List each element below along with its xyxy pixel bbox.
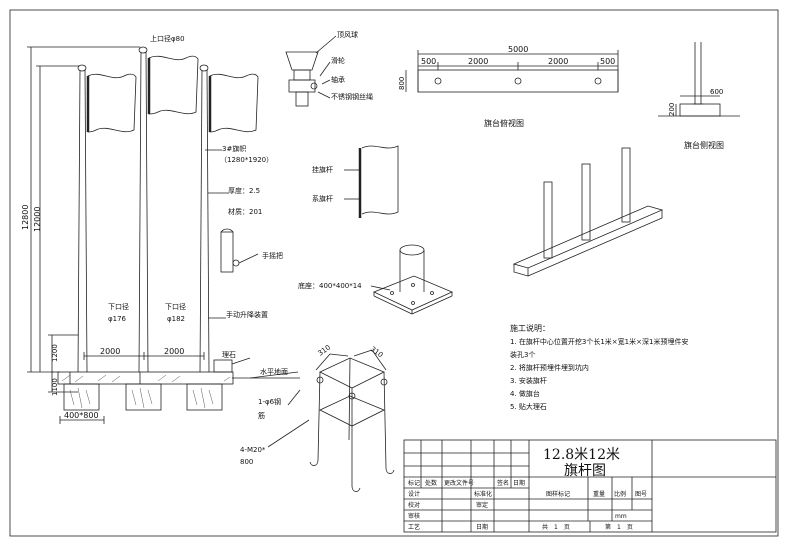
anchor-cage-detail	[309, 349, 395, 492]
bearing-label: 轴承	[331, 75, 345, 84]
ground-line-label: 水平地面	[260, 367, 288, 376]
flag-cord-label: 系旗杆	[312, 194, 333, 203]
platform-seg-1: 500	[421, 57, 436, 66]
anchor-bolt-spec: 4-M20*	[240, 446, 266, 454]
tb-mid-label-3: 日期	[476, 523, 488, 531]
wind-ball-label: 顶风球	[337, 30, 358, 39]
bottom-diameter-left-label: 下口径	[108, 302, 129, 311]
platform-total-dim: 5000	[508, 45, 528, 54]
spacing-left-label: 2000	[100, 347, 120, 356]
height-12800-label: 12800	[21, 205, 30, 230]
anchor-bolt-label: 800	[240, 458, 253, 466]
tb-sheet-number: 第 1 页	[605, 523, 633, 531]
notes-line-4: 3. 安装旗杆	[510, 376, 547, 385]
bottom-diameter-left-value: φ176	[108, 315, 127, 323]
tb-left-label-4: 工艺	[408, 523, 420, 531]
platform-seg-2: 2000	[468, 57, 488, 66]
notes-line-5: 4. 做旗台	[510, 389, 540, 398]
dim-1200-label: 1200	[51, 344, 59, 362]
tb-left-label-1: 设计	[408, 490, 420, 498]
tb-right-label-1: 图样标记	[546, 490, 570, 498]
bottom-diameter-right-label: 下口径	[165, 302, 186, 311]
base-plate-label: 底座：400*400*14	[298, 281, 362, 290]
title-line-2: 旗杆图	[564, 463, 606, 479]
title-line-1: 12.8米12米	[543, 447, 620, 463]
drawing-border	[9, 9, 779, 537]
tb-row-label-3: 更改文件号	[444, 479, 474, 487]
base-width-label: 400*800	[64, 411, 99, 420]
flag-hook-label: 挂旗杆	[312, 165, 333, 174]
tb-row-label-2: 处数	[425, 479, 437, 487]
foundation-hatch	[61, 374, 231, 409]
base-plate-detail	[370, 244, 454, 315]
tb-row-label-1: 标记	[408, 479, 420, 487]
tb-left-label-3: 审核	[408, 512, 420, 520]
tb-row-label-4: 签名	[497, 479, 509, 487]
hand-device-label: 手动升降装置	[226, 310, 268, 319]
platform-plan-caption: 旗台俯视图	[484, 118, 524, 128]
cage-dim-a: 310	[317, 343, 333, 357]
tb-row-label-5: 日期	[513, 479, 525, 487]
material-label: 材质：201	[228, 207, 262, 216]
title-block	[403, 439, 777, 533]
spacing-right-label: 2000	[164, 347, 184, 356]
platform-plan	[405, 50, 619, 93]
side-height-dim: 200	[668, 103, 676, 116]
platform-side-caption: 旗台侧视图	[684, 140, 724, 150]
rebar-label-2: 筋	[258, 411, 265, 420]
notes-line-2: 装孔3个	[510, 350, 535, 359]
top-diameter-label: 上口径φ80	[150, 34, 185, 43]
pole-top-detail	[285, 35, 337, 107]
tb-left-label-2: 校对	[408, 501, 420, 509]
notes-line-6: 5. 贴大理石	[510, 402, 547, 411]
side-width-dim: 600	[710, 88, 723, 96]
notes-title: 施工说明：	[510, 323, 550, 333]
stone-edge-label: 理石	[222, 351, 236, 359]
pulley-label: 滑轮	[331, 56, 345, 65]
flagpole-elevation	[27, 46, 310, 448]
tb-sheet-total: 共 1 页	[542, 523, 570, 531]
platform-side-view	[658, 42, 740, 117]
tb-unit: mm	[615, 513, 627, 520]
tb-mid-label-1: 标准化	[474, 490, 492, 498]
flag-attach-detail	[344, 145, 399, 218]
notes-line-1: 1. 在旗杆中心位置开挖3个长1米×宽1米×深1米预埋件安	[510, 337, 688, 346]
dim-1100-label: 1100	[51, 378, 59, 396]
notes-line-3: 2. 将旗杆预埋件埋到坑内	[510, 363, 589, 372]
tb-mid-label-2: 审定	[476, 501, 488, 509]
tb-right-label-2: 重量	[593, 490, 605, 498]
rebar-label: 1-φ6钢	[258, 397, 281, 406]
rope-winder-label: 手摇把	[262, 251, 283, 260]
bottom-diameter-right-value: φ182	[167, 315, 185, 323]
platform-seg-4: 500	[600, 57, 615, 66]
platform-depth-dim: 800	[398, 77, 406, 90]
tb-right-label-3: 比例	[614, 490, 626, 498]
flag-size-label: （1280*1920）	[220, 156, 273, 164]
flag-note-label: 3#旗帜	[222, 144, 246, 153]
wall-thickness-label: 厚度：2.5	[228, 186, 260, 195]
wire-rope-label: 不锈钢钢丝绳	[331, 92, 373, 101]
platform-seg-3: 2000	[548, 57, 568, 66]
height-12000-label: 12000	[33, 207, 42, 232]
platform-isometric	[512, 147, 664, 277]
tb-right-label-4: 图号	[635, 491, 647, 498]
